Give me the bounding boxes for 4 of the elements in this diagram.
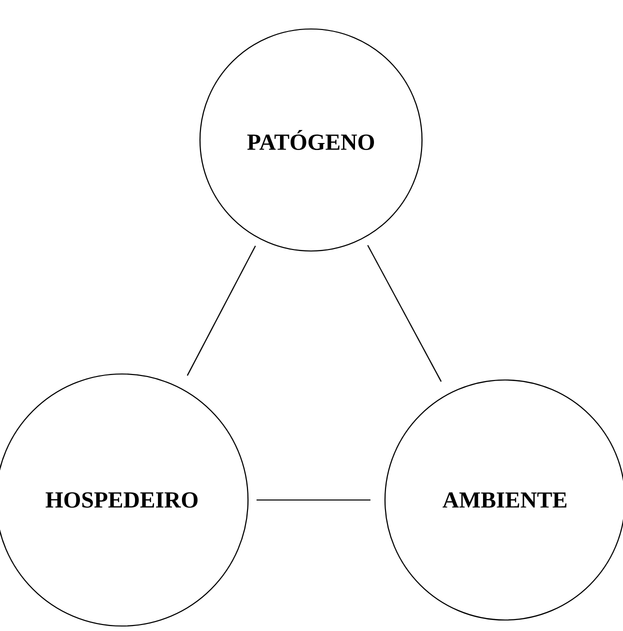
connector-line [367, 244, 442, 382]
circle-node: PATÓGENO [199, 28, 423, 252]
connector-line [256, 499, 370, 501]
connector-line [186, 246, 256, 376]
